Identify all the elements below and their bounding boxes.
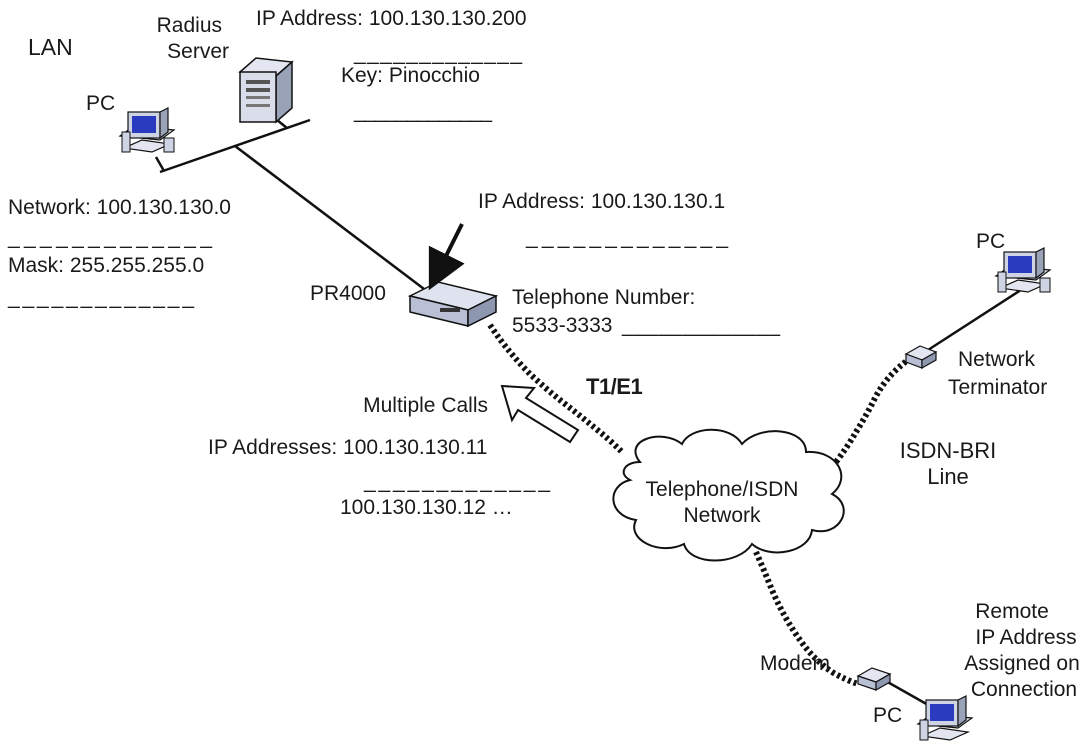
lan-to-pr4000-line [234, 145, 429, 293]
isdn-bri-cable [833, 353, 916, 464]
network-blank: _ _ _ _ _ _ _ _ _ _ _ _ _ [7, 226, 214, 249]
pointer-arrow [428, 223, 465, 291]
pc-isdn-label: PC [976, 230, 1005, 253]
cloud-label-line2: Network [683, 504, 761, 527]
isdn-line-label-line2: Line [927, 464, 969, 489]
pr4000-ip-blank: _ _ _ _ _ _ _ _ _ _ _ _ _ [525, 226, 730, 249]
modem-icon [856, 667, 892, 692]
radius-key-blank: _ _ _ _ _ _ _ _ _ _ _ _ _ [353, 100, 494, 123]
telephone-label: Telephone Number: [512, 286, 695, 309]
t1e1-label: T1/E1 [586, 374, 642, 399]
pc-icon [118, 107, 176, 153]
radius-server-icon [238, 57, 294, 124]
network-terminator-line2: Terminator [948, 376, 1047, 399]
remote-note-line2: IP Address [975, 626, 1076, 649]
remote-note-line1: Remote [975, 600, 1049, 623]
radius-ip-blank: _ _ _ _ _ _ _ _ _ _ _ _ _ [353, 42, 524, 65]
pc-remote-label: PC [873, 704, 902, 727]
network-terminator-icon [904, 345, 938, 370]
pc-icon [994, 247, 1052, 293]
telephone-blank: _ _ _ _ _ _ _ _ _ _ _ _ _ [621, 314, 782, 337]
radius-key-label: Key: Pinocchio [341, 64, 480, 87]
radius-server-label-line2: Server [167, 40, 229, 63]
pc-lan-label: PC [86, 92, 115, 115]
remote-note-line3: Assigned on [964, 652, 1080, 675]
network-terminator-line1: Network [958, 348, 1036, 371]
mask-blank: _ _ _ _ _ _ _ _ _ _ _ _ _ [7, 286, 196, 309]
ip-addresses-more: 100.130.130.12 … [340, 496, 513, 519]
radius-ip-label: IP Address: 100.130.130.200 [256, 7, 527, 30]
modem-label: Modem [760, 652, 830, 675]
ip-addresses-label: IP Addresses: 100.130.130.11 [208, 436, 487, 459]
modem-cable [753, 550, 859, 687]
isdn-line-label-line1: ISDN-BRI [900, 438, 997, 463]
lan-label: LAN [28, 34, 73, 60]
ip-addresses-blank: _ _ _ _ _ _ _ _ _ _ _ _ _ [363, 470, 552, 493]
lan-pc-drop [154, 156, 166, 172]
multiple-calls-label: Multiple Calls [363, 394, 488, 417]
pr4000-label: PR4000 [310, 282, 386, 305]
cloud-label-line1: Telephone/ISDN [646, 478, 799, 501]
radius-server-label-line1: Radius [157, 14, 222, 37]
nt-to-pc-line [927, 286, 1025, 352]
multiple-calls-arrow [500, 384, 580, 444]
telephone-number: 5533-3333 [512, 314, 612, 337]
t1e1-cable [487, 323, 625, 455]
pc-icon [916, 695, 974, 741]
telephone-isdn-network-cloud [612, 428, 845, 562]
remote-note-line4: Connection [971, 678, 1077, 701]
pr4000-device-icon [407, 281, 499, 328]
modem-to-pc-line [883, 678, 931, 708]
mask-label: Mask: 255.255.255.0 [8, 254, 204, 277]
pr4000-ip-label: IP Address: 100.130.130.1 [478, 190, 725, 213]
network-label: Network: 100.130.130.0 [8, 196, 231, 219]
